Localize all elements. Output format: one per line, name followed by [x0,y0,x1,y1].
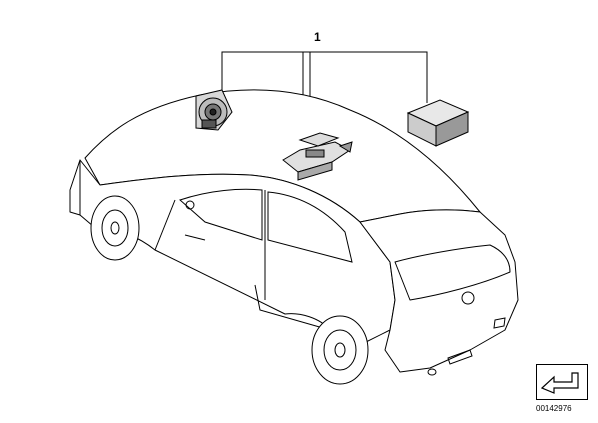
control-unit-icon [282,132,353,181]
navigation-box[interactable] [536,364,588,400]
door-lines [154,199,331,331]
callout-number-label: 1 [314,30,321,44]
sensor-horn-icon [195,89,233,131]
document-number: 00142976 [536,404,572,413]
parts-box-icon [406,99,470,147]
front-wheel [90,195,140,261]
rear-wheel [311,315,369,385]
side-windows [179,188,353,300]
car-body-drawing [69,89,519,373]
rear-details [427,291,506,376]
navigation-arrow-icon [540,372,579,394]
